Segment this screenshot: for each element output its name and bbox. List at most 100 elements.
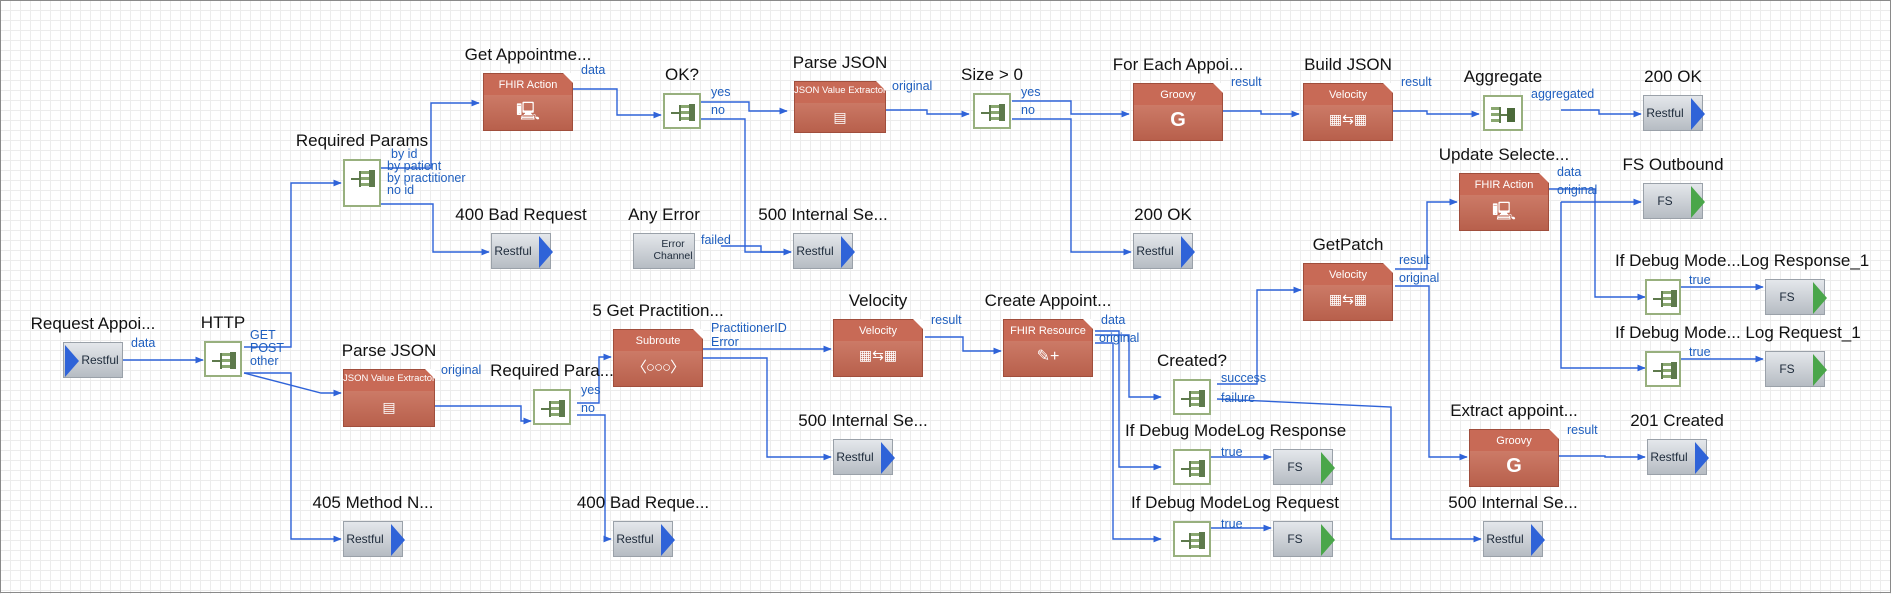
port-label: data — [581, 63, 606, 77]
port-label: data — [131, 336, 156, 350]
if-debug-log-response-router[interactable]: If Debug ModeLog Response true — [1125, 421, 1346, 485]
ok-200-endpoint[interactable]: 200 OK Restful — [1643, 67, 1705, 131]
fs-arrow-icon — [1321, 524, 1335, 556]
port-label: aggregated — [1531, 87, 1595, 101]
router-icon — [343, 159, 381, 207]
getpatch-velocity[interactable]: GetPatch Velocity ▦⇆▦ result original — [1303, 235, 1439, 321]
created-201-endpoint[interactable]: 201 Created Restful — [1630, 411, 1724, 475]
node-title: Aggregate — [1463, 67, 1543, 86]
router-icon — [204, 341, 242, 377]
template-transform-icon: ▦⇆▦ — [1328, 111, 1368, 127]
port-label: success — [1221, 371, 1267, 385]
required-params-router[interactable]: Required Para... yes no — [490, 361, 614, 425]
node-title: Build JSON — [1304, 55, 1392, 74]
router-icon — [973, 93, 1011, 129]
edit-add-icon: ✎+ — [1036, 348, 1060, 365]
get-appointment-fhir-action[interactable]: Get Appointme... FHIR Action 🖳 data — [465, 45, 605, 131]
restful-arrow-icon — [1691, 98, 1705, 130]
router-icon — [1645, 351, 1681, 387]
http-router[interactable]: HTTP GET POST other — [201, 313, 284, 377]
node-title: 500 Internal Se... — [758, 205, 888, 224]
request-appointment-endpoint[interactable]: Request Appoi... Restful data — [31, 314, 155, 378]
restful-arrow-icon — [841, 236, 855, 268]
if-debug-log-request-1-router[interactable]: If Debug Mode... Log Request_1 true — [1615, 323, 1861, 387]
wire — [243, 372, 342, 397]
port-label: failed — [701, 233, 731, 247]
get-practitioner-subroute[interactable]: 5 Get Practition... Subroute 〈○○○〉 Pract… — [592, 301, 787, 387]
for-each-appointment-groovy[interactable]: For Each Appoi... Groovy G result — [1113, 55, 1262, 141]
restful-arrow-icon — [1531, 524, 1545, 556]
port-label: GET — [250, 328, 276, 342]
internal-500-endpoint[interactable]: 500 Internal Se... Restful — [758, 205, 888, 269]
ok-200-endpoint[interactable]: 200 OK Restful — [1133, 205, 1195, 269]
required-params-router[interactable]: Required Params by id by patient by prac… — [296, 131, 466, 207]
extract-appointment-groovy[interactable]: Extract appoint... Groovy G result — [1450, 401, 1598, 487]
wire — [577, 353, 612, 404]
wire — [1560, 202, 1646, 372]
node-title: Update Selecte... — [1438, 145, 1570, 164]
build-json-velocity[interactable]: Build JSON Velocity ▦⇆▦ result — [1303, 55, 1432, 141]
template-transform-icon: ▦⇆▦ — [858, 347, 898, 363]
node-title: FS Outbound — [1622, 155, 1724, 174]
created-router[interactable]: Created? success failure — [1157, 351, 1266, 415]
port-label: other — [250, 354, 279, 368]
parse-json-extractor[interactable]: Parse JSON JSON Value Extractor ▤ origin… — [342, 341, 481, 427]
restful-arrow-icon — [881, 442, 895, 474]
wire — [567, 88, 662, 119]
document-stack-icon: ▤ — [382, 399, 396, 415]
restful-arrow-icon — [539, 236, 553, 268]
fs-log-request-endpoint[interactable]: FS — [1273, 521, 1335, 557]
port-label: original — [892, 79, 933, 93]
size-gt-0-router[interactable]: Size > 0 yes no — [961, 65, 1040, 129]
fs-log-request-1-endpoint[interactable]: FS — [1765, 351, 1827, 387]
port-label: result — [1401, 75, 1432, 89]
port-label: by id — [391, 147, 418, 161]
wire — [1012, 118, 1132, 256]
if-debug-log-response-1-router[interactable]: If Debug Mode...Log Response_1 true — [1615, 251, 1869, 315]
wire — [700, 101, 788, 115]
node-title: 400 Bad Reque... — [576, 493, 710, 512]
fs-arrow-icon — [1691, 186, 1705, 218]
fs-arrow-icon — [1813, 354, 1827, 386]
node-title: Parse JSON — [792, 53, 888, 72]
internal-500-endpoint[interactable]: 500 Internal Se... Restful — [1448, 493, 1578, 557]
node-title: Get Appointme... — [464, 45, 592, 64]
port-label: true — [1221, 517, 1243, 531]
groovy-icon: G — [1506, 455, 1522, 477]
wire — [381, 203, 490, 256]
node-title: 500 Internal Se... — [1448, 493, 1578, 512]
update-selected-fhir-action[interactable]: Update Selecte... FHIR Action 🖳 data ori… — [1439, 145, 1597, 231]
internal-500-endpoint[interactable]: 500 Internal Se... Restful — [798, 411, 928, 475]
port-label: result — [1231, 75, 1262, 89]
router-icon — [1173, 379, 1211, 415]
any-error-channel[interactable]: Any Error Error Channel failed — [628, 205, 731, 269]
restful-arrow-icon — [391, 524, 405, 556]
if-debug-log-request-router[interactable]: If Debug ModeLog Request true — [1131, 493, 1339, 557]
node-title: 200 OK — [1134, 205, 1192, 224]
node-title: 500 Internal Se... — [798, 411, 928, 430]
wire — [703, 357, 832, 461]
create-appointment-fhir-resource[interactable]: Create Appoint... FHIR Resource ✎+ data … — [985, 291, 1139, 377]
parse-json-extractor[interactable]: Parse JSON JSON Value Extractor ▤ origin… — [793, 53, 932, 133]
wire — [1561, 109, 1642, 118]
node-title: 5 Get Practition... — [592, 301, 724, 320]
fs-log-response-endpoint[interactable]: FS — [1273, 449, 1335, 485]
fs-arrow-icon — [1813, 282, 1827, 314]
bad-request-400-endpoint[interactable]: 400 Bad Reque... Restful — [577, 493, 709, 557]
method-405-endpoint[interactable]: 405 Method N... Restful — [313, 493, 433, 557]
computer-gear-icon: 🖳 — [1491, 201, 1517, 221]
bad-request-400-endpoint[interactable]: 400 Bad Request Restful — [455, 205, 587, 269]
fs-outbound-endpoint[interactable]: FS Outbound FS — [1622, 155, 1724, 219]
node-title: Parse JSON — [341, 341, 437, 360]
fs-log-response-1-endpoint[interactable]: FS — [1765, 279, 1827, 315]
node-title: HTTP — [200, 313, 246, 332]
aggregate-router[interactable]: Aggregate aggregated — [1464, 67, 1594, 131]
port-label: POST — [250, 341, 285, 355]
ok-router[interactable]: OK? yes no — [663, 65, 730, 129]
fs-arrow-icon — [1321, 452, 1335, 484]
wire — [577, 414, 612, 543]
wire — [1557, 453, 1646, 461]
router-icon — [1645, 279, 1681, 315]
velocity-transform[interactable]: Velocity Velocity ▦⇆▦ result — [833, 291, 962, 377]
